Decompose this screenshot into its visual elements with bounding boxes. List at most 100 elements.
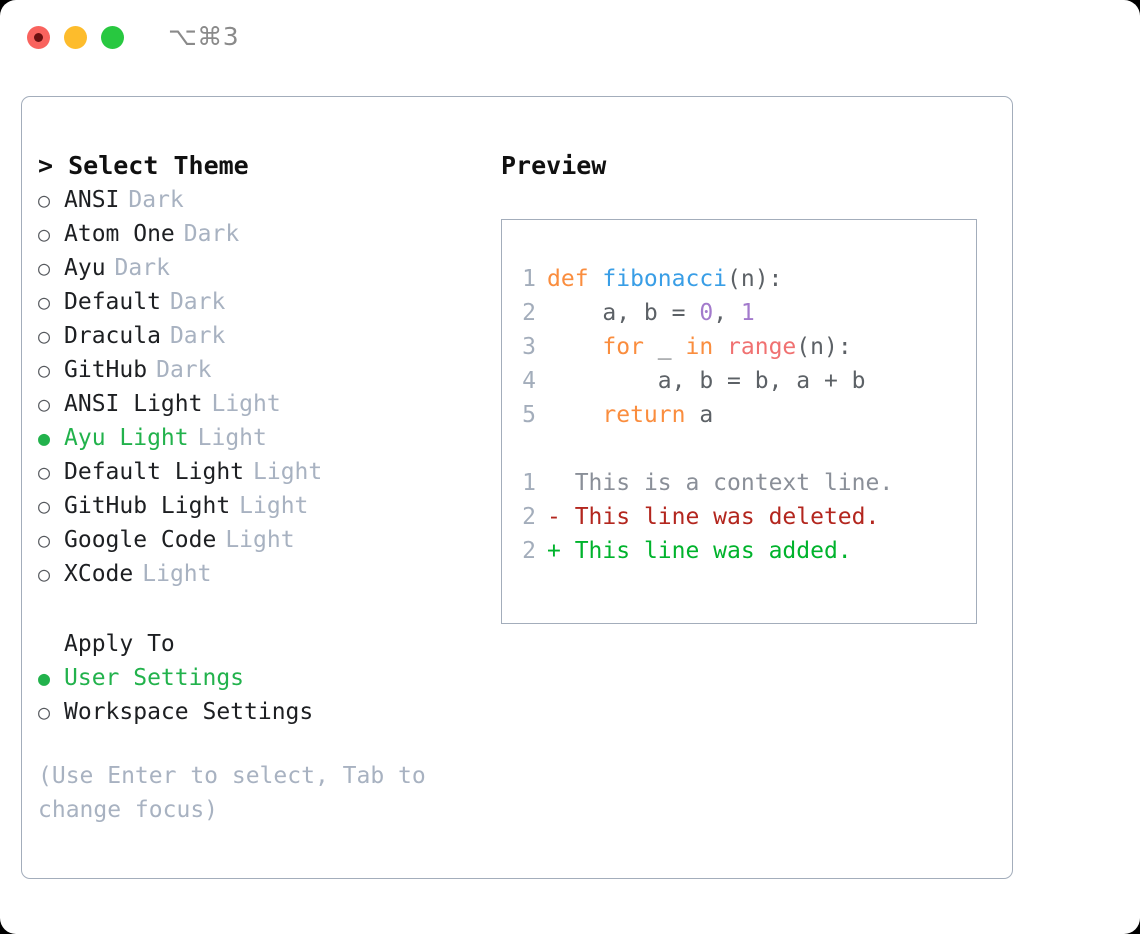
line-number: 5 [522,402,536,428]
code-line: 1 def fibonacci(n): [514,262,976,296]
line-number: 3 [522,334,536,360]
diff-marker [547,466,575,500]
apply-to-list: ● User Settings ○ Workspace Settings [38,661,478,729]
line-number: 1 [522,266,536,292]
radio-unselected-icon[interactable]: ○ [38,494,51,518]
apply-to-label: Workspace Settings [64,699,314,725]
apply-to-label: User Settings [64,665,245,691]
keyboard-hint: (Use Enter to select, Tab to change focu… [38,763,426,823]
theme-variant-badge: Light [211,391,281,417]
code-line: 5 return a [514,398,976,432]
apply-to-item[interactable]: ● User Settings [38,661,478,695]
line-number: 1 [522,470,536,496]
code-line-content: for _ in range(n): [547,330,852,364]
theme-variant-badge: Light [225,527,295,553]
line-number: 2 [522,300,536,326]
code-line-content: a, b = 0, 1 [547,296,755,330]
window-controls [27,26,124,49]
theme-list-item[interactable]: ○ ANSI Dark [38,183,478,217]
code-token: (n): [796,334,852,360]
theme-variant-badge: Dark [128,187,184,213]
code-token: 1 [740,300,755,326]
radio-unselected-icon[interactable]: ○ [38,358,51,382]
code-token: def [547,266,603,292]
theme-name: Default Light [64,459,245,485]
diff-marker: - [547,504,575,530]
code-line-content: def fibonacci(n): [547,262,782,296]
radio-selected-icon[interactable]: ● [38,426,51,450]
code-token: in [685,334,714,360]
theme-variant-badge: Dark [169,289,226,315]
theme-name: GitHub [64,357,148,383]
diff-text: This line was added. [574,538,852,564]
theme-variant-badge: Dark [183,221,240,247]
theme-name: Ayu [64,255,106,281]
code-line: 3 for _ in range(n): [514,330,976,364]
theme-name: Dracula [64,323,161,349]
code-token: _ [643,334,686,360]
theme-list-item[interactable]: ○ Atom One Dark [38,217,478,251]
radio-unselected-icon[interactable]: ○ [38,188,51,212]
theme-list-item[interactable]: ○ Ayu Dark [38,251,478,285]
radio-unselected-icon[interactable]: ○ [38,324,51,348]
code-token: for [602,334,644,360]
code-token: range [727,334,797,360]
diff-text: This line was deleted. [574,504,880,530]
radio-unselected-icon[interactable]: ○ [38,700,51,724]
radio-unselected-icon[interactable]: ○ [38,222,51,246]
code-line-content: return a [547,398,713,432]
theme-variant-badge: Dark [169,323,226,349]
theme-name: XCode [64,561,134,587]
theme-name: Ayu Light [64,425,189,451]
code-token [547,402,602,428]
theme-list-item[interactable]: ○ Dracula Dark [38,319,478,353]
code-line: 4 a, b = b, a + b [514,364,976,398]
minimize-window-button[interactable] [64,26,87,49]
theme-variant-badge: Dark [156,357,212,383]
radio-unselected-icon[interactable]: ○ [38,392,51,416]
radio-selected-icon[interactable]: ● [38,666,51,690]
line-number: 2 [522,538,536,564]
theme-list-item[interactable]: ○ XCode Light [38,557,478,591]
radio-unselected-icon[interactable]: ○ [38,562,51,586]
preview-heading: Preview [501,151,607,180]
code-token [713,334,727,360]
code-token: (n): [727,266,783,292]
theme-name: Atom One [64,221,175,247]
maximize-window-button[interactable] [101,26,124,49]
code-token: a, b = b, a + b [547,368,866,394]
theme-list-item[interactable]: ○ GitHub Dark [38,353,478,387]
radio-unselected-icon[interactable]: ○ [38,290,51,314]
code-token: , [713,300,741,326]
close-window-button[interactable] [27,26,50,49]
line-number: 4 [522,368,536,394]
theme-name: ANSI Light [64,391,203,417]
diff-line: 1 This is a context line. [514,466,976,500]
code-token: fibonacci [602,266,728,292]
theme-list-item[interactable]: ○ ANSI Light Light [38,387,478,421]
radio-unselected-icon[interactable]: ○ [38,460,51,484]
theme-variant-badge: Dark [114,255,170,281]
code-token: a [685,402,714,428]
apply-to-item[interactable]: ○ Workspace Settings [38,695,478,729]
radio-unselected-icon[interactable]: ○ [38,528,51,552]
theme-list-item[interactable]: ○ Google Code Light [38,523,478,557]
theme-list-item[interactable]: ○ Default Dark [38,285,478,319]
diff-text: This is a context line. [574,470,894,496]
theme-name: Google Code [64,527,217,553]
diff-marker: + [547,538,575,564]
apply-to-heading: Apply To [64,631,175,657]
theme-name: Default [64,289,161,315]
code-token: 0 [699,300,714,326]
theme-name: ANSI [64,187,120,213]
diff-sample: 1 This is a context line. 2- This line wa… [514,466,976,568]
theme-variant-badge: Light [142,561,212,587]
radio-unselected-icon[interactable]: ○ [38,256,51,280]
